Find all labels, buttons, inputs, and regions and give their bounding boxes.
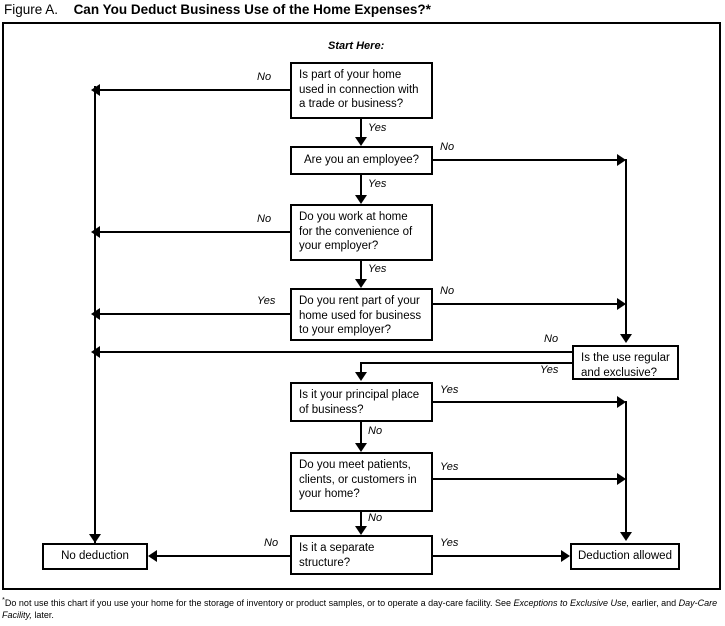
footnote-text-part2: earlier, and: [629, 598, 679, 608]
arrowhead-q4-no: [617, 298, 626, 310]
arrowhead-q7-yes: [617, 473, 626, 485]
figure-title: Figure A. Can You Deduct Business Use of…: [4, 2, 431, 17]
edge-label-q8-yes: Yes: [440, 537, 459, 549]
edge-label-q4-yes: Yes: [257, 295, 276, 307]
figure-label: Figure A.: [4, 2, 59, 17]
arrowhead-left-rail-to-no-deduction: [89, 534, 101, 543]
edge-q5-yes-vertical: [360, 362, 362, 374]
arrowhead-q5-yes: [355, 372, 367, 381]
edge-label-q2-yes: Yes: [368, 178, 387, 190]
node-q1-home-trade-or-business[interactable]: Is part of your home used in connection …: [290, 62, 433, 119]
edge-label-q3-yes: Yes: [368, 263, 387, 275]
arrowhead-q8-no: [148, 550, 157, 562]
edge-q7-yes: [433, 478, 621, 480]
node-q5-regular-and-exclusive[interactable]: Is the use regular and exclusive?: [572, 345, 679, 380]
edge-label-q1-yes: Yes: [368, 122, 387, 134]
arrowhead-q2-yes: [355, 195, 367, 204]
arrowhead-q3-yes: [355, 279, 367, 288]
edge-label-q1-no: No: [257, 71, 272, 83]
edge-q1-yes: [360, 119, 362, 139]
edge-q4-yes: [96, 313, 290, 315]
arrowhead-q1-yes: [355, 137, 367, 146]
edge-q3-yes: [360, 261, 362, 279]
footnote-emphasis-2: Day-Care Facility,: [2, 598, 718, 620]
edge-label-q5-yes: Yes: [540, 364, 559, 376]
arrowhead-q6-yes: [617, 396, 626, 408]
edge-label-q2-no: No: [440, 141, 455, 153]
node-q8-separate-structure[interactable]: Is it a separate structure?: [290, 535, 433, 575]
edge-q8-yes: [433, 555, 561, 557]
edge-right-yes-rail: [625, 401, 627, 534]
edge-q6-no: [360, 422, 362, 443]
edge-label-q7-no: No: [368, 512, 383, 524]
arrowhead-q7-no: [355, 526, 367, 535]
edge-label-q5-no: No: [544, 333, 559, 345]
start-here-label: Start Here:: [328, 40, 385, 52]
edge-q4-no: [433, 303, 621, 305]
footnote-emphasis-1: Exceptions to Exclusive Use,: [513, 598, 630, 608]
edge-label-q4-no: No: [440, 285, 455, 297]
arrowhead-q4-yes: [91, 308, 100, 320]
figure-heading: Can You Deduct Business Use of the Home …: [73, 2, 431, 17]
arrowhead-q5-no: [91, 346, 100, 358]
edge-right-no-rail: [625, 159, 627, 336]
edge-q3-no: [96, 231, 290, 233]
arrowhead-right-rail-to-q5: [620, 334, 632, 343]
arrowhead-q1-no: [91, 84, 100, 96]
edge-q7-no: [360, 512, 362, 526]
edge-label-q7-yes: Yes: [440, 461, 459, 473]
edge-q2-yes: [360, 175, 362, 195]
arrowhead-q2-no: [617, 154, 626, 166]
footnote-text-part1: Do not use this chart if you use your ho…: [4, 598, 514, 608]
footnote-marker: *: [2, 595, 5, 604]
edge-label-q8-no: No: [264, 537, 279, 549]
edge-label-q6-yes: Yes: [440, 384, 459, 396]
node-no-deduction[interactable]: No deduction: [42, 543, 148, 570]
edge-label-q6-no: No: [368, 425, 383, 437]
arrowhead-q8-yes: [561, 550, 570, 562]
arrowhead-q3-no: [91, 226, 100, 238]
arrowhead-right-rail-to-deduction-allowed: [620, 532, 632, 541]
node-q6-principal-place-of-business[interactable]: Is it your principal place of business?: [290, 382, 433, 422]
edge-label-q3-no: No: [257, 213, 272, 225]
footnote-text-part3: later.: [31, 610, 54, 620]
node-deduction-allowed[interactable]: Deduction allowed: [570, 543, 680, 570]
edge-q5-yes-horizontal: [361, 362, 572, 364]
edge-q2-no: [433, 159, 621, 161]
edge-q8-no: [157, 555, 290, 557]
node-q2-are-you-an-employee[interactable]: Are you an employee?: [290, 146, 433, 175]
arrowhead-q6-no: [355, 443, 367, 452]
node-q4-rent-part-of-home[interactable]: Do you rent part of your home used for b…: [290, 288, 433, 341]
node-q3-convenience-of-employer[interactable]: Do you work at home for the convenience …: [290, 204, 433, 261]
edge-q1-no: [96, 89, 290, 91]
node-q7-meet-patients-clients-customers[interactable]: Do you meet patients, clients, or custom…: [290, 452, 433, 512]
edge-q6-yes: [433, 401, 621, 403]
edge-q5-no: [96, 351, 572, 353]
footnote: *Do not use this chart if you use your h…: [2, 594, 723, 621]
